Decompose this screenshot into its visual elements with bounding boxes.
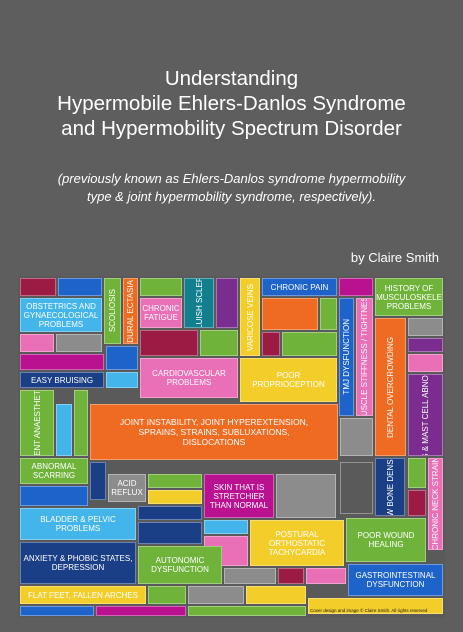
mosaic-block: [278, 568, 304, 584]
mosaic-block: [408, 318, 443, 336]
label-gastrointestinal: GASTROINTESTINAL DYSFUNCTION: [348, 564, 443, 596]
mosaic-block: [204, 520, 248, 534]
mosaic-block: [148, 586, 186, 604]
mosaic-block: [320, 298, 337, 330]
mosaic-block: [20, 334, 54, 352]
label-skin-stretchier: SKIN THAT IS STRETCHIER THAN NORMAL: [204, 474, 274, 518]
label-poor-wound-healing: POOR WOUND HEALING: [346, 518, 426, 562]
label-varicose-veins: VARICOSE VEINS: [240, 278, 260, 356]
cover-title: Understanding Hypermobile Ehlers-Danlos …: [0, 66, 463, 141]
mosaic-block: [262, 332, 280, 356]
label-muscle-stiffness: MUSCLE STIFFNESS / TIGHTNESS: [356, 298, 373, 416]
title-line: and Hypermobility Spectrum Disorder: [61, 117, 402, 140]
mosaic-block: [200, 330, 238, 356]
mosaic-block: [106, 346, 138, 370]
label-scoliosis: SCOLIOSIS: [104, 278, 121, 344]
title-line: Understanding: [164, 67, 299, 90]
mosaic-block: [58, 278, 102, 296]
mosaic-block: [306, 568, 346, 584]
cover-subtitle: (previously known as Ehlers-Danlos syndr…: [10, 170, 453, 206]
cover-credit: Cover design and image © Claire Smith. A…: [310, 608, 428, 613]
label-autonomic-dysfunction: AUTONOMIC DYSFUNCTION: [138, 546, 222, 584]
mosaic-block: [408, 354, 443, 372]
label-postural-tachycardia: POSTURAL ORTHOSTATIC TACHYCARDIA: [250, 520, 344, 566]
mosaic-block: [138, 506, 202, 520]
mosaic-block: [20, 278, 56, 296]
label-joint-instability: JOINT INSTABILITY, JOINT HYPEREXTENSION,…: [90, 404, 338, 460]
mosaic-block: [20, 486, 88, 506]
label-history-msk: HISTORY OF MUSCULOSKELE PROBLEMS: [375, 278, 443, 316]
mosaic-block: [148, 474, 202, 488]
label-anxiety-phobic: ANXIETY & PHOBIC STATES, DEPRESSION: [20, 542, 136, 584]
mosaic-block: [282, 332, 337, 356]
label-dental-overcrowding: DENTAL OVERCROWDING: [375, 318, 406, 456]
mosaic-block: [340, 418, 373, 456]
mosaic-block: [20, 354, 104, 370]
mosaic-block: [188, 586, 244, 604]
mosaic-block: [56, 334, 102, 352]
label-flat-feet: FLAT FEET, FALLEN ARCHES: [20, 586, 146, 604]
label-abnormal-scarring: ABNORMAL SCARRING: [20, 458, 88, 484]
label-chronic-pain: CHRONIC PAIN: [262, 278, 337, 296]
mosaic-block: [339, 278, 373, 296]
mosaic-block: [246, 586, 306, 604]
mosaic-block: [408, 338, 443, 352]
label-low-bone-density: LOW BONE DENSITY: [375, 458, 405, 516]
mosaic-block: [408, 490, 426, 516]
label-bladder-pelvic: BLADDER & PELVIC PROBLEMS: [20, 508, 136, 540]
subtitle-line: type & joint hypermobility syndrome, res…: [86, 189, 376, 204]
label-obstetrics: OBSTETRICS AND GYNAECOLOGICAL PROBLEMS: [20, 298, 102, 332]
mosaic-block: [56, 404, 72, 456]
mosaic-block: [74, 390, 88, 456]
author-name: by Claire Smith: [350, 250, 439, 265]
mosaic-block: [224, 568, 276, 584]
label-chronic-neck-strain: CHRONIC NECK STRAIN: [428, 458, 443, 550]
label-dural-ectasia: DURAL ECTASIA: [123, 278, 138, 344]
label-tmj-dysfunction: TMJ DYSFUNCTION: [339, 298, 354, 416]
label-chronic-fatigue: CHRONIC FATIGUE: [140, 298, 182, 328]
label-insufficient-anaesthetic: INSUFFICIENT ANAESTHETIC RELIEF: [20, 390, 54, 456]
label-poor-proprioception: POOR PROPRIOCEPTION: [240, 358, 337, 402]
mosaic-block: [148, 490, 202, 504]
mosaic-block: [408, 458, 426, 488]
mosaic-block: [140, 278, 182, 296]
mosaic-block: [106, 372, 138, 388]
mosaic-block: [308, 598, 443, 614]
mosaic-block: [96, 606, 186, 616]
label-cardiovascular: CARDIOVASCULAR PROBLEMS: [140, 358, 238, 398]
label-allergies: ALLERGIES & MAST CELL ABNORMALITIES: [408, 374, 443, 456]
subtitle-line: (previously known as Ehlers-Danlos syndr…: [57, 171, 406, 186]
mosaic-block: [188, 606, 306, 616]
mosaic-block: [262, 298, 318, 330]
title-line: Hypermobile Ehlers-Danlos Syndrome: [57, 92, 406, 115]
label-acid-reflux: ACID REFLUX: [108, 474, 146, 502]
mosaic-block: [276, 474, 336, 518]
mosaic-block: [140, 330, 198, 356]
mosaic-block: [138, 522, 202, 544]
mosaic-block: [90, 462, 106, 500]
label-easy-bruising: EASY BRUISING: [20, 372, 104, 388]
mosaic-block: [340, 462, 373, 514]
mosaic-block: [20, 606, 94, 616]
mosaic-block: [216, 278, 238, 328]
label-bluish-sclera: BLUISH SCLERA: [184, 278, 214, 328]
symptom-mosaic: OBSTETRICS AND GYNAECOLOGICAL PROBLEMS S…: [18, 276, 445, 618]
